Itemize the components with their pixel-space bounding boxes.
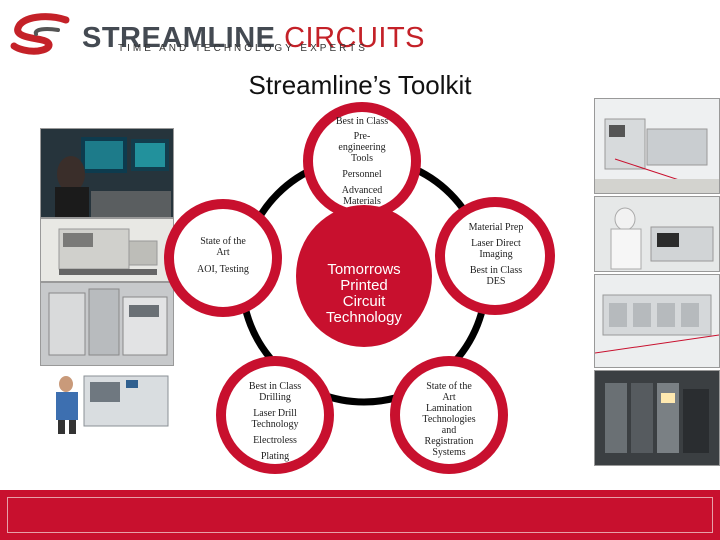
slide-title: Streamline’s Toolkit [248,70,472,100]
node-bottom-left-label: Best in Class Drilling Laser Drill Techn… [235,381,315,462]
node-left [164,199,282,317]
logo-tagline: TIME AND TECHNOLOGY EXPERTS [118,43,368,54]
node-line: Best in Class [248,381,302,392]
node-line: Pre- [353,131,371,142]
node-line: State of the [200,236,246,247]
node-line: Lamination [425,403,473,414]
node-line: Best in Class [335,116,389,127]
node-line: Registration [424,436,474,447]
node-line: AOI, Testing [197,264,249,275]
node-bottom-right-label: State of the Art Lamination Technologies… [409,381,489,458]
node-line: Technologies [422,414,476,425]
node-line: Imaging [479,249,513,260]
node-line: Systems [432,447,466,458]
footer-bar [0,490,720,540]
node-top [303,102,421,220]
footer-frame [7,497,713,533]
swoosh-logo-icon [10,13,70,55]
photo-production-line [594,98,720,194]
center-circle [296,205,432,347]
photo-cleanroom-operator [594,196,720,272]
photo-aoi-machine [40,218,174,282]
photo-lamination-line [594,274,720,368]
node-bottom-left [216,356,334,474]
node-line: Laser Drill [253,408,297,419]
photo-registration-systems [594,370,720,466]
node-line: Art [442,392,456,403]
node-left-label: State of the Art AOI, Testing [183,236,263,275]
node-top-label: Best in Class Pre- engineering Tools Per… [322,116,402,207]
center-label: Tomorrows Printed Circuit Technology [296,262,432,326]
node-line: Technology [251,419,299,430]
center-line: Printed [340,277,388,294]
photo-laser-drill [44,366,172,436]
logo-word-circuits: CIRCUITS [284,22,426,54]
node-right-label: Material Prep Laser Direct Imaging Best … [456,222,536,287]
node-line: Tools [350,153,374,164]
center-line: Circuit [342,293,386,310]
company-logo: STREAMLINE CIRCUITS [8,10,425,60]
node-line: DES [486,276,506,287]
logo-word-streamline: STREAMLINE [82,22,276,54]
node-line: Drilling [259,392,291,403]
node-line: Art [216,247,230,258]
center-line: Tomorrows [327,261,401,278]
center-line: Technology [326,309,402,326]
node-right [435,197,555,315]
node-line: Plating [260,451,290,462]
node-bottom-right [390,356,508,474]
node-line: Material Prep [468,222,524,233]
node-line: Laser Direct [471,238,521,249]
node-line: Personnel [342,169,382,180]
node-line: Materials [343,196,381,207]
logo-wordmark: STREAMLINE CIRCUITS [82,22,425,55]
node-line: Advanced [341,185,383,196]
node-line: engineering [338,142,386,153]
photo-operator-monitors [40,128,174,218]
photo-test-equipment [40,282,174,366]
node-line: and [441,425,457,436]
node-line: Best in Class [469,265,523,276]
node-line: Electroless [253,435,297,446]
node-line: State of the [426,381,472,392]
